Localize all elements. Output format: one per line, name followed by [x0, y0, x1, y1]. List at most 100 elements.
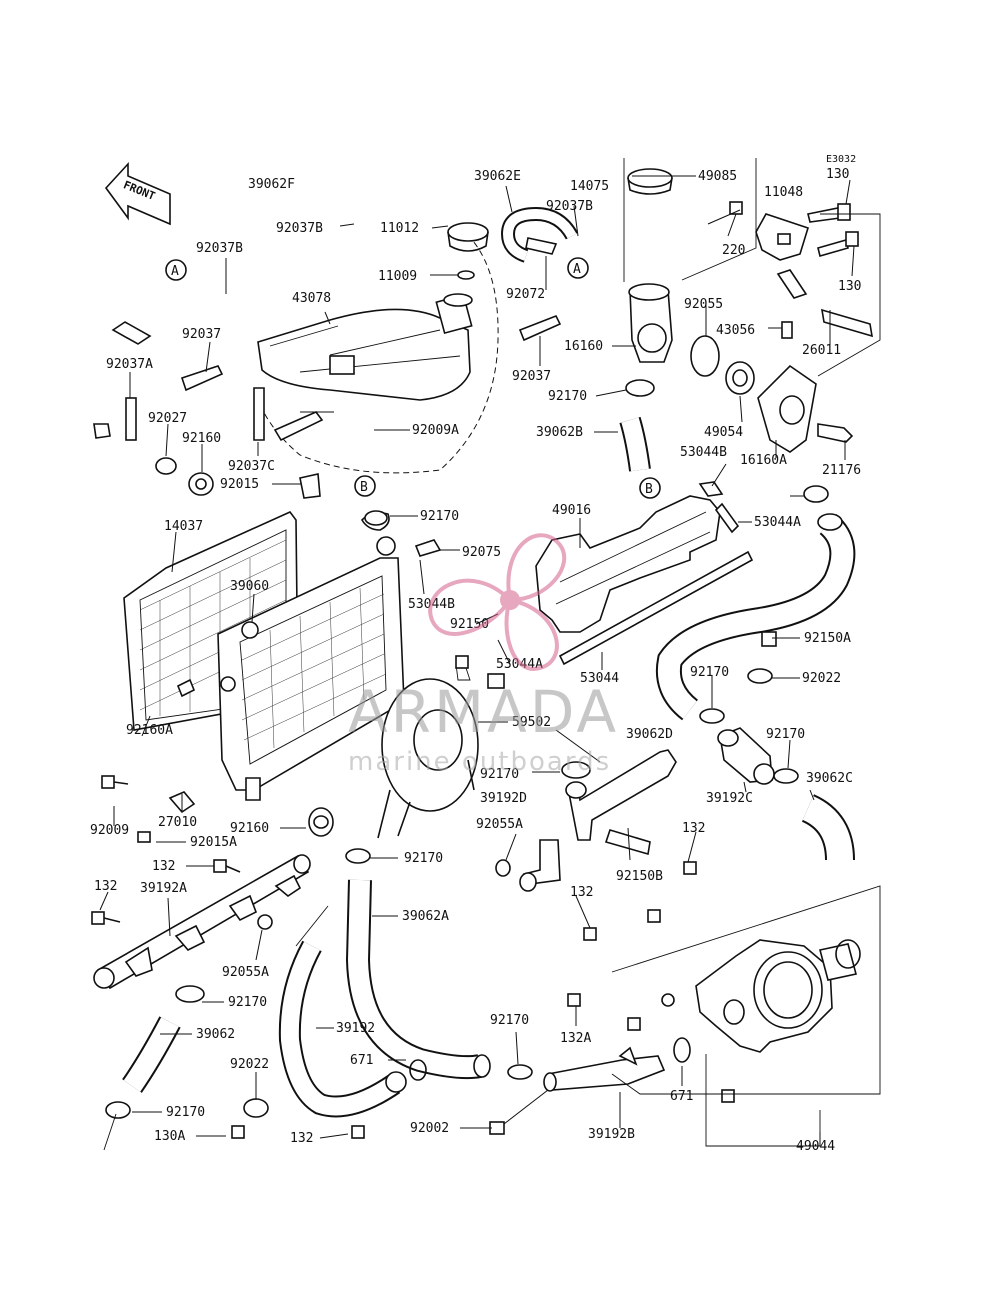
water-pump-icon [661, 939, 861, 1063]
shroud-49016-icon [535, 481, 754, 666]
clamp-icon [561, 761, 591, 779]
part-label: 43056 [716, 323, 755, 338]
part-label: 92002 [410, 1121, 449, 1136]
part-label: 92037 [512, 369, 551, 384]
hose-39062c-icon [801, 794, 855, 861]
part-label: 132 [682, 821, 705, 836]
part-label: 92170 [228, 995, 267, 1010]
part-label: 27010 [158, 815, 197, 830]
bracket-92037-icon [518, 314, 562, 342]
part-label: 39192 [336, 1021, 375, 1036]
callout-a-top: A [165, 259, 187, 281]
pipe-39192a-icon [93, 854, 311, 990]
leader-lines [99, 175, 855, 1146]
part-label: 53044 [580, 671, 619, 686]
assembly-bracket-upper [817, 213, 881, 377]
part-label: 16160 [564, 339, 603, 354]
part-label: 92170 [490, 1013, 529, 1028]
clamp-icon [773, 768, 799, 784]
filler-neck-icon [627, 168, 873, 453]
clamp-icon [105, 1101, 131, 1119]
part-label: 92055A [222, 965, 269, 980]
watermark-brand: ARMADA [348, 678, 619, 746]
part-label: 21176 [822, 463, 861, 478]
part-label: 92170 [480, 767, 519, 782]
part-labels: E3032 39062F 39062E 14075 92037B 49085 1… [90, 154, 861, 1154]
part-label: 92037B [276, 221, 323, 236]
part-label: 92075 [462, 545, 501, 560]
part-label: 92170 [166, 1105, 205, 1120]
assembly-bracket-49044-lower [705, 1054, 821, 1147]
part-label: 130A [154, 1129, 185, 1144]
part-label: 39192D [480, 791, 527, 806]
callout-label: A [171, 264, 179, 279]
callout-label: B [645, 482, 653, 497]
part-label: 132 [290, 1131, 313, 1146]
assembly-bracket-49044 [611, 885, 881, 1095]
watermark: ARMADA marine outboards [348, 533, 619, 777]
callout-label: A [573, 262, 581, 277]
part-label: 92037B [546, 199, 593, 214]
hose-route [257, 227, 499, 474]
part-label: 92160 [182, 431, 221, 446]
part-label: 92037A [106, 357, 153, 372]
part-label: 39062C [806, 771, 853, 786]
part-label: 26011 [802, 343, 841, 358]
hose-39062-icon [122, 1016, 181, 1093]
pipe-39192d-icon [495, 749, 677, 892]
callout-b-left: B [354, 475, 376, 497]
part-label: 49054 [704, 425, 743, 440]
part-label: 132 [570, 885, 593, 900]
part-label: 132 [152, 859, 175, 874]
part-label: 53044B [680, 445, 727, 460]
clamp-icon [507, 1064, 533, 1080]
part-label: 92027 [148, 411, 187, 426]
watermark-tagline: marine outboards [348, 747, 611, 777]
part-label: 92170 [766, 727, 805, 742]
part-label: 92037C [228, 459, 275, 474]
clamp-icon [699, 708, 725, 724]
part-label: 59502 [512, 715, 551, 730]
pipe-39192c-icon [717, 727, 775, 785]
hose-39062d-icon [656, 513, 856, 721]
part-label: 92150A [804, 631, 851, 646]
callout-b-right: B [639, 477, 661, 499]
part-label: 11009 [378, 269, 417, 284]
clamp-icon [175, 985, 205, 1003]
part-label: 92009 [90, 823, 129, 838]
part-label: 39062B [536, 425, 583, 440]
part-label: 39062A [402, 909, 449, 924]
part-label: 49016 [552, 503, 591, 518]
part-label: 92170 [420, 509, 459, 524]
part-label: 43078 [292, 291, 331, 306]
reservoir-tank-icon [257, 293, 473, 401]
hose-39062b-icon [619, 379, 655, 472]
clamp-plate-icon [525, 237, 558, 255]
part-label: 220 [722, 243, 745, 258]
part-label: 14075 [570, 179, 609, 194]
part-label: 671 [670, 1089, 693, 1104]
clamp-icon [345, 848, 371, 864]
part-label: 92022 [230, 1057, 269, 1072]
clamp-icon [803, 485, 829, 503]
cooling-fan-icon [377, 663, 505, 839]
assembly-line [103, 1113, 117, 1151]
part-label: 92160 [230, 821, 269, 836]
reservoir-cap-icon [447, 222, 489, 280]
assembly-line [295, 905, 329, 947]
part-label: 671 [350, 1053, 373, 1068]
assembly-line [681, 158, 757, 281]
part-label: 39060 [230, 579, 269, 594]
hose-39062a-icon [345, 879, 491, 1080]
clamp-icon [364, 510, 388, 526]
part-label: 53044A [754, 515, 801, 530]
part-label: 92170 [404, 851, 443, 866]
part-label: 92037B [196, 241, 243, 256]
part-label: 130 [826, 167, 849, 182]
part-label: 49044 [796, 1139, 835, 1154]
part-label: 14037 [164, 519, 203, 534]
radiator-icon [123, 511, 405, 837]
part-label: 39062E [474, 169, 521, 184]
part-label: 92015A [190, 835, 237, 850]
